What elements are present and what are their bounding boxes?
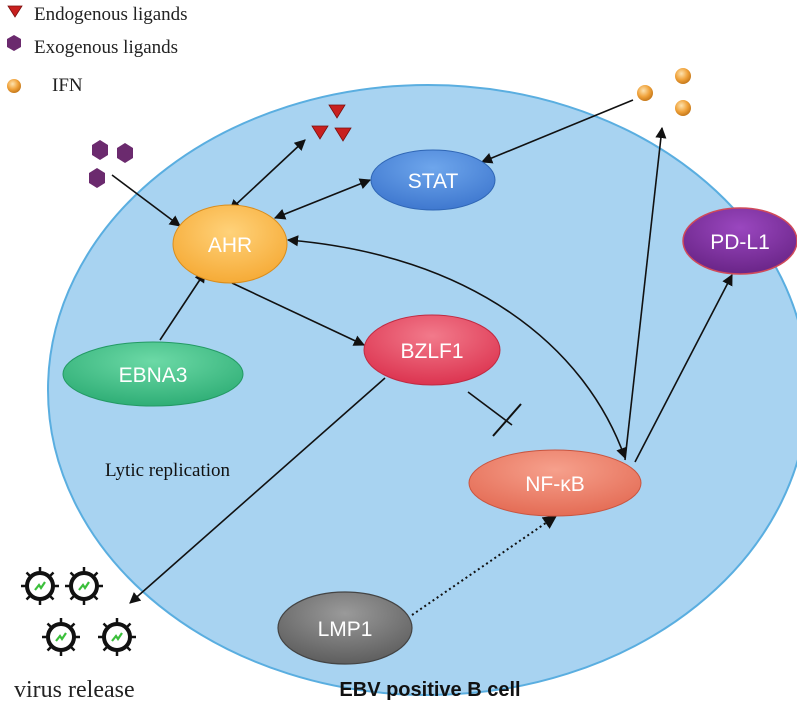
virus-icon bbox=[96, 616, 138, 658]
virus-release-label: virus release bbox=[14, 677, 135, 703]
endogenous-ligand-icon bbox=[328, 104, 346, 119]
ifn-cluster bbox=[637, 68, 691, 116]
exogenous-ligand-icon bbox=[92, 140, 108, 160]
lytic-replication-label: Lytic replication bbox=[105, 460, 231, 481]
edge-nfkb-to-ifn bbox=[624, 126, 667, 461]
edge-exogenous-to-ahr bbox=[111, 174, 181, 227]
stat-label: STAT bbox=[408, 170, 459, 193]
virus-icon bbox=[19, 565, 61, 607]
endogenous-ligands-cluster bbox=[311, 104, 352, 142]
exogenous-ligand-icon bbox=[7, 35, 21, 51]
pdl1-label: PD-L1 bbox=[710, 231, 770, 254]
edge-ifn-to-stat bbox=[480, 99, 634, 164]
endogenous-ligand-icon bbox=[7, 5, 23, 18]
edge-bzlf1-to-virus-release bbox=[129, 377, 386, 604]
ifn-icon bbox=[675, 68, 691, 84]
legend-exogenous: Exogenous ligands bbox=[34, 37, 178, 58]
ifn-icon bbox=[637, 85, 653, 101]
ifn-icon bbox=[675, 100, 691, 116]
node-stat: STAT bbox=[370, 149, 496, 211]
virus-icon bbox=[63, 565, 105, 607]
ebna3-label: EBNA3 bbox=[119, 364, 188, 387]
exogenous-ligands-cluster bbox=[89, 140, 133, 188]
node-ahr: AHR bbox=[172, 204, 288, 284]
edge-ahr-stat bbox=[273, 178, 372, 220]
lmp1-label: LMP1 bbox=[318, 618, 373, 641]
endogenous-ligand-icon bbox=[334, 127, 352, 142]
edge-lmp1-to-nfkb bbox=[411, 515, 558, 616]
ahr-label: AHR bbox=[208, 234, 252, 257]
nfkb-label: NF-κB bbox=[525, 473, 585, 496]
edge-nfkb-to-pdl1 bbox=[634, 274, 733, 463]
edge-endogenous-ahr bbox=[229, 139, 306, 211]
edge-ebna3-to-ahr bbox=[159, 271, 206, 341]
legend-ifn: IFN bbox=[52, 75, 83, 96]
node-pdl1: PD-L1 bbox=[682, 207, 797, 275]
edge-bzlf1-inhibits-nfkb bbox=[467, 391, 513, 426]
virus-particles bbox=[19, 565, 138, 658]
legend: Endogenous ligands Exogenous ligands IFN bbox=[7, 4, 188, 96]
exogenous-ligand-icon bbox=[89, 168, 105, 188]
bzlf1-label: BZLF1 bbox=[400, 340, 463, 363]
legend-endogenous: Endogenous ligands bbox=[34, 4, 188, 25]
edge-ahr-nfkb bbox=[286, 235, 627, 460]
node-lmp1: LMP1 bbox=[277, 591, 413, 665]
node-bzlf1: BZLF1 bbox=[363, 314, 501, 386]
virus-icon bbox=[40, 616, 82, 658]
node-ebna3: EBNA3 bbox=[62, 341, 244, 407]
ifn-icon bbox=[7, 79, 21, 93]
exogenous-ligand-icon bbox=[117, 143, 133, 163]
cell-title: EBV positive B cell bbox=[339, 679, 520, 701]
inhibition-bar bbox=[492, 403, 522, 437]
endogenous-ligand-icon bbox=[311, 125, 329, 140]
node-nfkb: NF-κB bbox=[468, 449, 642, 517]
edges bbox=[111, 99, 733, 616]
